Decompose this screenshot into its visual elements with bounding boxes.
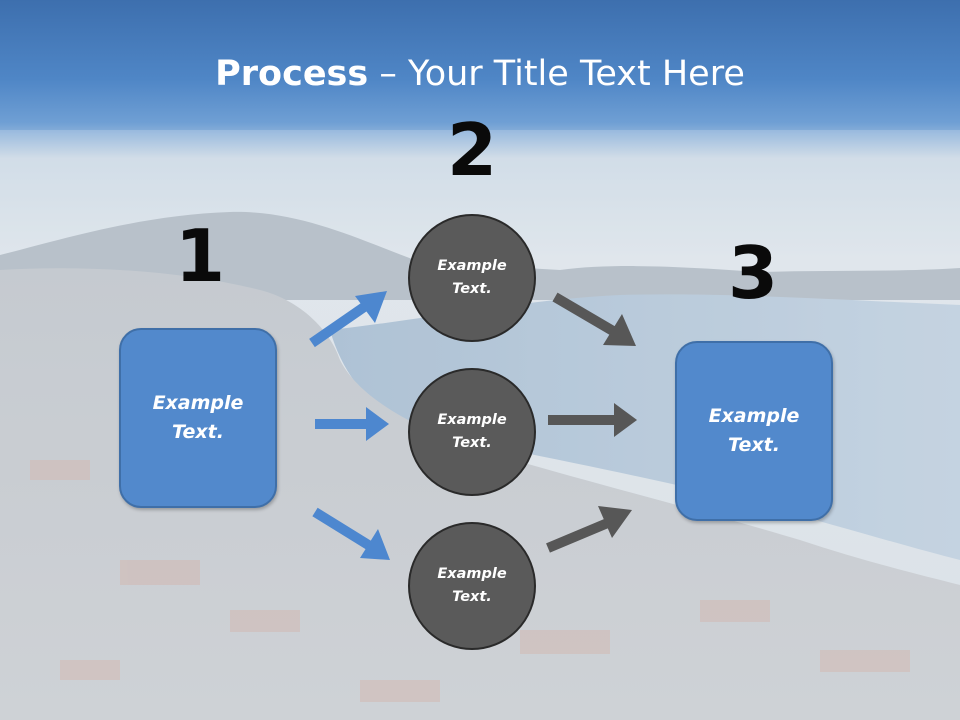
slide-title: Process – Your Title Text Here xyxy=(0,52,960,96)
circle-bottom: Example Text. xyxy=(408,522,536,650)
circle-bottom-text: Example Text. xyxy=(437,566,507,605)
left-step-box-text: Example Text. xyxy=(152,392,244,443)
circle-top: Example Text. xyxy=(408,214,536,342)
left-step-box: Example Text. xyxy=(119,328,277,508)
circle-middle: Example Text. xyxy=(408,368,536,496)
arrow-to-circle-middle xyxy=(315,407,389,441)
circle-middle-text: Example Text. xyxy=(437,412,507,451)
step-number-3: 3 xyxy=(727,231,779,315)
right-step-box: Example Text. xyxy=(675,341,833,521)
step-number-2: 2 xyxy=(446,108,498,192)
title-bold: Process xyxy=(215,54,369,94)
arrow-from-circle-bottom xyxy=(546,506,632,553)
arrow-to-circle-top xyxy=(309,291,387,348)
title-rest: – Your Title Text Here xyxy=(368,54,745,94)
step-number-1: 1 xyxy=(174,214,226,298)
right-step-box-text: Example Text. xyxy=(708,405,800,456)
arrow-from-circle-middle xyxy=(548,403,637,437)
circle-top-text: Example Text. xyxy=(437,258,507,297)
arrow-from-circle-top xyxy=(552,292,636,346)
arrow-to-circle-bottom xyxy=(312,507,390,560)
